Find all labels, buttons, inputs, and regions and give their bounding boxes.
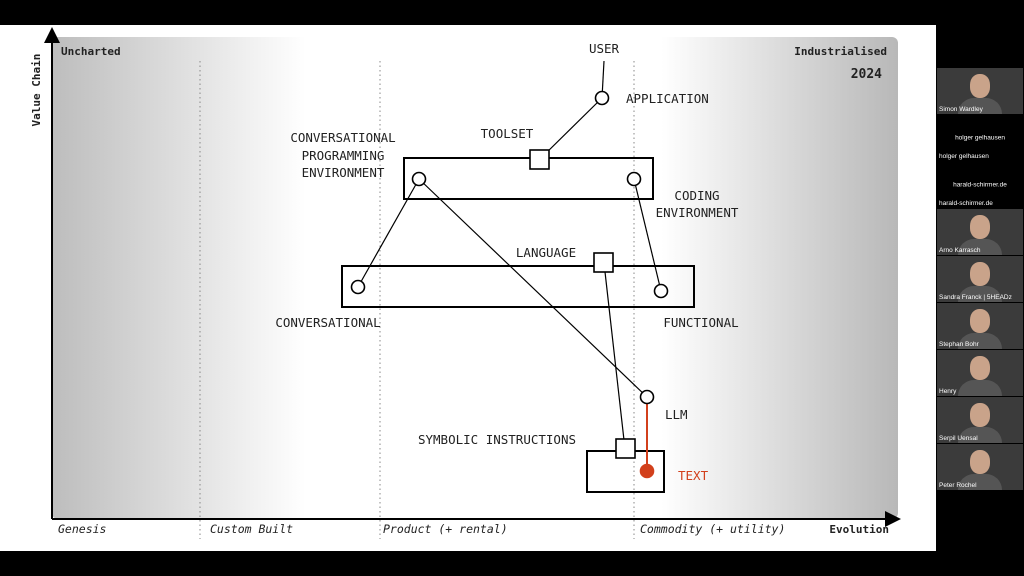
- stage-commodity: Commodity (+ utility): [640, 522, 785, 536]
- link-application-toolset: [539, 97, 603, 160]
- toolset-box: [403, 157, 654, 200]
- uncharted-label: Uncharted: [61, 45, 121, 58]
- participant-video: [970, 309, 990, 333]
- y-axis-label: Value Chain: [30, 54, 43, 127]
- conversational-label: CONVERSATIONAL: [275, 315, 380, 330]
- coding-env-label-line2: ENVIRONMENT: [656, 205, 739, 220]
- participant-name: Henry: [939, 388, 957, 395]
- participant-name: holger gelhausen: [939, 153, 989, 160]
- participant-tile[interactable]: Sandra Franck | 5HEADz: [937, 256, 1023, 302]
- link-language-symbolic: [603, 262, 626, 450]
- stage-product: Product (+ rental): [383, 522, 508, 536]
- participant-video: [970, 450, 990, 474]
- participant-name: Simon Wardley: [939, 106, 983, 113]
- application-node: [594, 90, 610, 106]
- participant-tile[interactable]: Stephan Bohr: [937, 303, 1023, 349]
- conversational-programming-environment-node: [411, 171, 427, 187]
- conv-env-label-line2: PROGRAMMING: [302, 148, 385, 163]
- participant-video: [970, 262, 990, 286]
- stage-custom-built: Custom Built: [210, 522, 293, 536]
- slide: Value Chain Uncharted Industrialised 202…: [0, 25, 936, 551]
- conversational-node: [350, 279, 366, 295]
- llm-node: [639, 389, 655, 405]
- link-convenv-conversational: [357, 178, 420, 288]
- participant-name: Serpil Uensal: [939, 435, 978, 442]
- application-label: APPLICATION: [626, 91, 709, 106]
- link-codingenv-functional: [633, 178, 662, 292]
- language-node: [593, 252, 614, 273]
- functional-label: FUNCTIONAL: [663, 315, 738, 330]
- participant-video: [970, 403, 990, 427]
- participant-video: [970, 74, 990, 98]
- functional-node: [653, 283, 669, 299]
- participant-name: Stephan Bohr: [939, 341, 979, 348]
- x-axis-label: Evolution: [829, 523, 889, 536]
- participant-tile[interactable]: holger gelhausen holger gelhausen: [937, 115, 1023, 161]
- user-label: USER: [589, 41, 620, 56]
- toolset-node: [529, 149, 550, 170]
- participant-name: Sandra Franck | 5HEADz: [939, 294, 1012, 301]
- participant-video: [970, 215, 990, 239]
- industrialised-label: Industrialised: [794, 45, 887, 58]
- participant-tile[interactable]: harald-schirmer.de harald-schirmer.de: [937, 162, 1023, 208]
- conv-env-label-line1: CONVERSATIONAL: [290, 130, 395, 145]
- participant-name: harald-schirmer.de: [939, 200, 993, 207]
- participant-name-center: holger gelhausen: [955, 134, 1005, 142]
- participant-tile[interactable]: Simon Wardley: [937, 68, 1023, 114]
- map-background: [52, 37, 898, 519]
- text-node: [639, 463, 655, 479]
- year-label: 2024: [851, 67, 882, 82]
- language-box: [341, 265, 695, 308]
- participant-name: Peter Rochel: [939, 482, 977, 489]
- participant-tile[interactable]: Henry: [937, 350, 1023, 396]
- conv-env-label-line3: ENVIRONMENT: [302, 165, 385, 180]
- participant-tile[interactable]: Serpil Uensal: [937, 397, 1023, 443]
- stage-genesis: Genesis: [58, 522, 107, 536]
- wardley-map: Value Chain Uncharted Industrialised 202…: [30, 27, 901, 539]
- toolset-label: TOOLSET: [481, 126, 534, 141]
- participant-name-center: harald-schirmer.de: [953, 181, 1007, 189]
- participant-tile[interactable]: Arno Karrasch: [937, 209, 1023, 255]
- participant-video: [970, 356, 990, 380]
- symbolic-instructions-node: [615, 438, 636, 459]
- link-convenv-llm: [418, 178, 648, 398]
- coding-env-label-line1: CODING: [674, 188, 719, 203]
- participant-tile[interactable]: Peter Rochel: [937, 444, 1023, 490]
- llm-label: LLM: [665, 407, 688, 422]
- text-label: TEXT: [678, 468, 709, 483]
- coding-environment-node: [626, 171, 642, 187]
- participant-gallery: Simon Wardley holger gelhausen holger ge…: [936, 68, 1024, 491]
- participant-name: Arno Karrasch: [939, 247, 981, 254]
- symbolic-instructions-label: SYMBOLIC INSTRUCTIONS: [418, 432, 576, 447]
- language-label: LANGUAGE: [516, 245, 576, 260]
